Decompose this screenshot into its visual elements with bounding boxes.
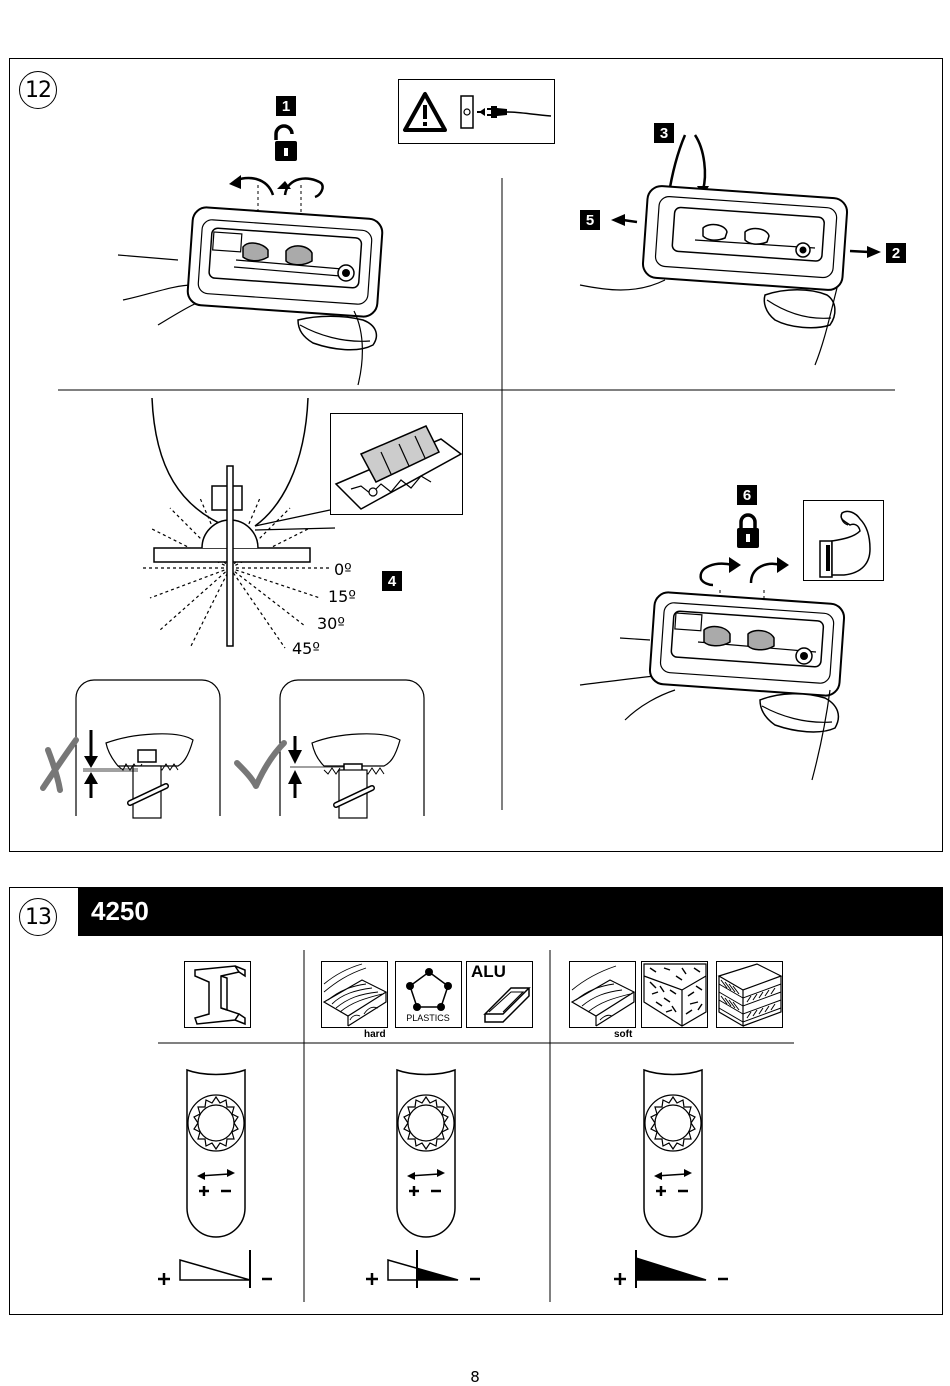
model-header: 4250 (78, 887, 943, 936)
orbital-setting-dial-3 (643, 1068, 703, 1238)
blade-angle-diagram (140, 397, 336, 649)
section-12-panel (9, 58, 943, 852)
step-1-label: 1 (276, 96, 296, 116)
rotate-arrows-icon (229, 175, 324, 199)
lock-icon (737, 513, 759, 548)
step-2-label: 2 (886, 243, 906, 263)
model-number: 4250 (91, 896, 149, 926)
rotate-arrows-lock-icon (699, 557, 789, 587)
check-mark-icon (234, 740, 287, 789)
blade-height-wrong-illustration (40, 679, 221, 819)
aluminium-icon: ALU (466, 961, 533, 1028)
section-13-number: 13 (19, 898, 57, 936)
warning-unplug-icon (398, 79, 555, 144)
plastics-label: PLASTICS (406, 1013, 450, 1023)
orbital-setting-dial-2 (396, 1068, 456, 1238)
blade-holder-open-illustration (117, 185, 384, 386)
orbital-setting-dial-1 (186, 1068, 246, 1238)
angle-15-label: 15º (328, 587, 356, 606)
step-3-label: 3 (654, 123, 674, 143)
orbital-wedge-scale-1 (158, 1250, 272, 1288)
angle-45-label: 45º (292, 639, 320, 658)
plastics-icon: PLASTICS (395, 961, 462, 1028)
blade-holder-release-illustration (579, 134, 881, 366)
angle-30-label: 30º (317, 614, 345, 633)
orbital-wedge-scale-3 (614, 1250, 728, 1288)
section-12-number: 12 (19, 71, 57, 109)
plywood-icon (716, 961, 783, 1028)
blade-holder-locked-illustration (579, 590, 846, 781)
section-12-dividers (58, 178, 895, 810)
steel-beam-icon (184, 961, 251, 1028)
alu-label: ALU (471, 962, 506, 981)
softwood-icon (569, 961, 636, 1028)
chipboard-icon (641, 961, 708, 1028)
hardwood-icon (321, 961, 388, 1028)
unlock-icon (274, 124, 297, 161)
soft-label: soft (614, 1029, 633, 1040)
orbital-wedge-scale-2 (366, 1250, 480, 1288)
page-number: 8 (470, 1368, 480, 1386)
step-6-label: 6 (737, 485, 757, 505)
cross-mark-icon (40, 737, 79, 793)
angle-0-label: 0º (334, 560, 352, 579)
strength-icon (803, 500, 884, 581)
step-5-label: 5 (580, 210, 600, 230)
blade-height-correct-illustration (234, 679, 425, 819)
hard-label: hard (364, 1029, 386, 1040)
step-4-label: 4 (382, 571, 402, 591)
blade-detail-inset (330, 413, 463, 515)
